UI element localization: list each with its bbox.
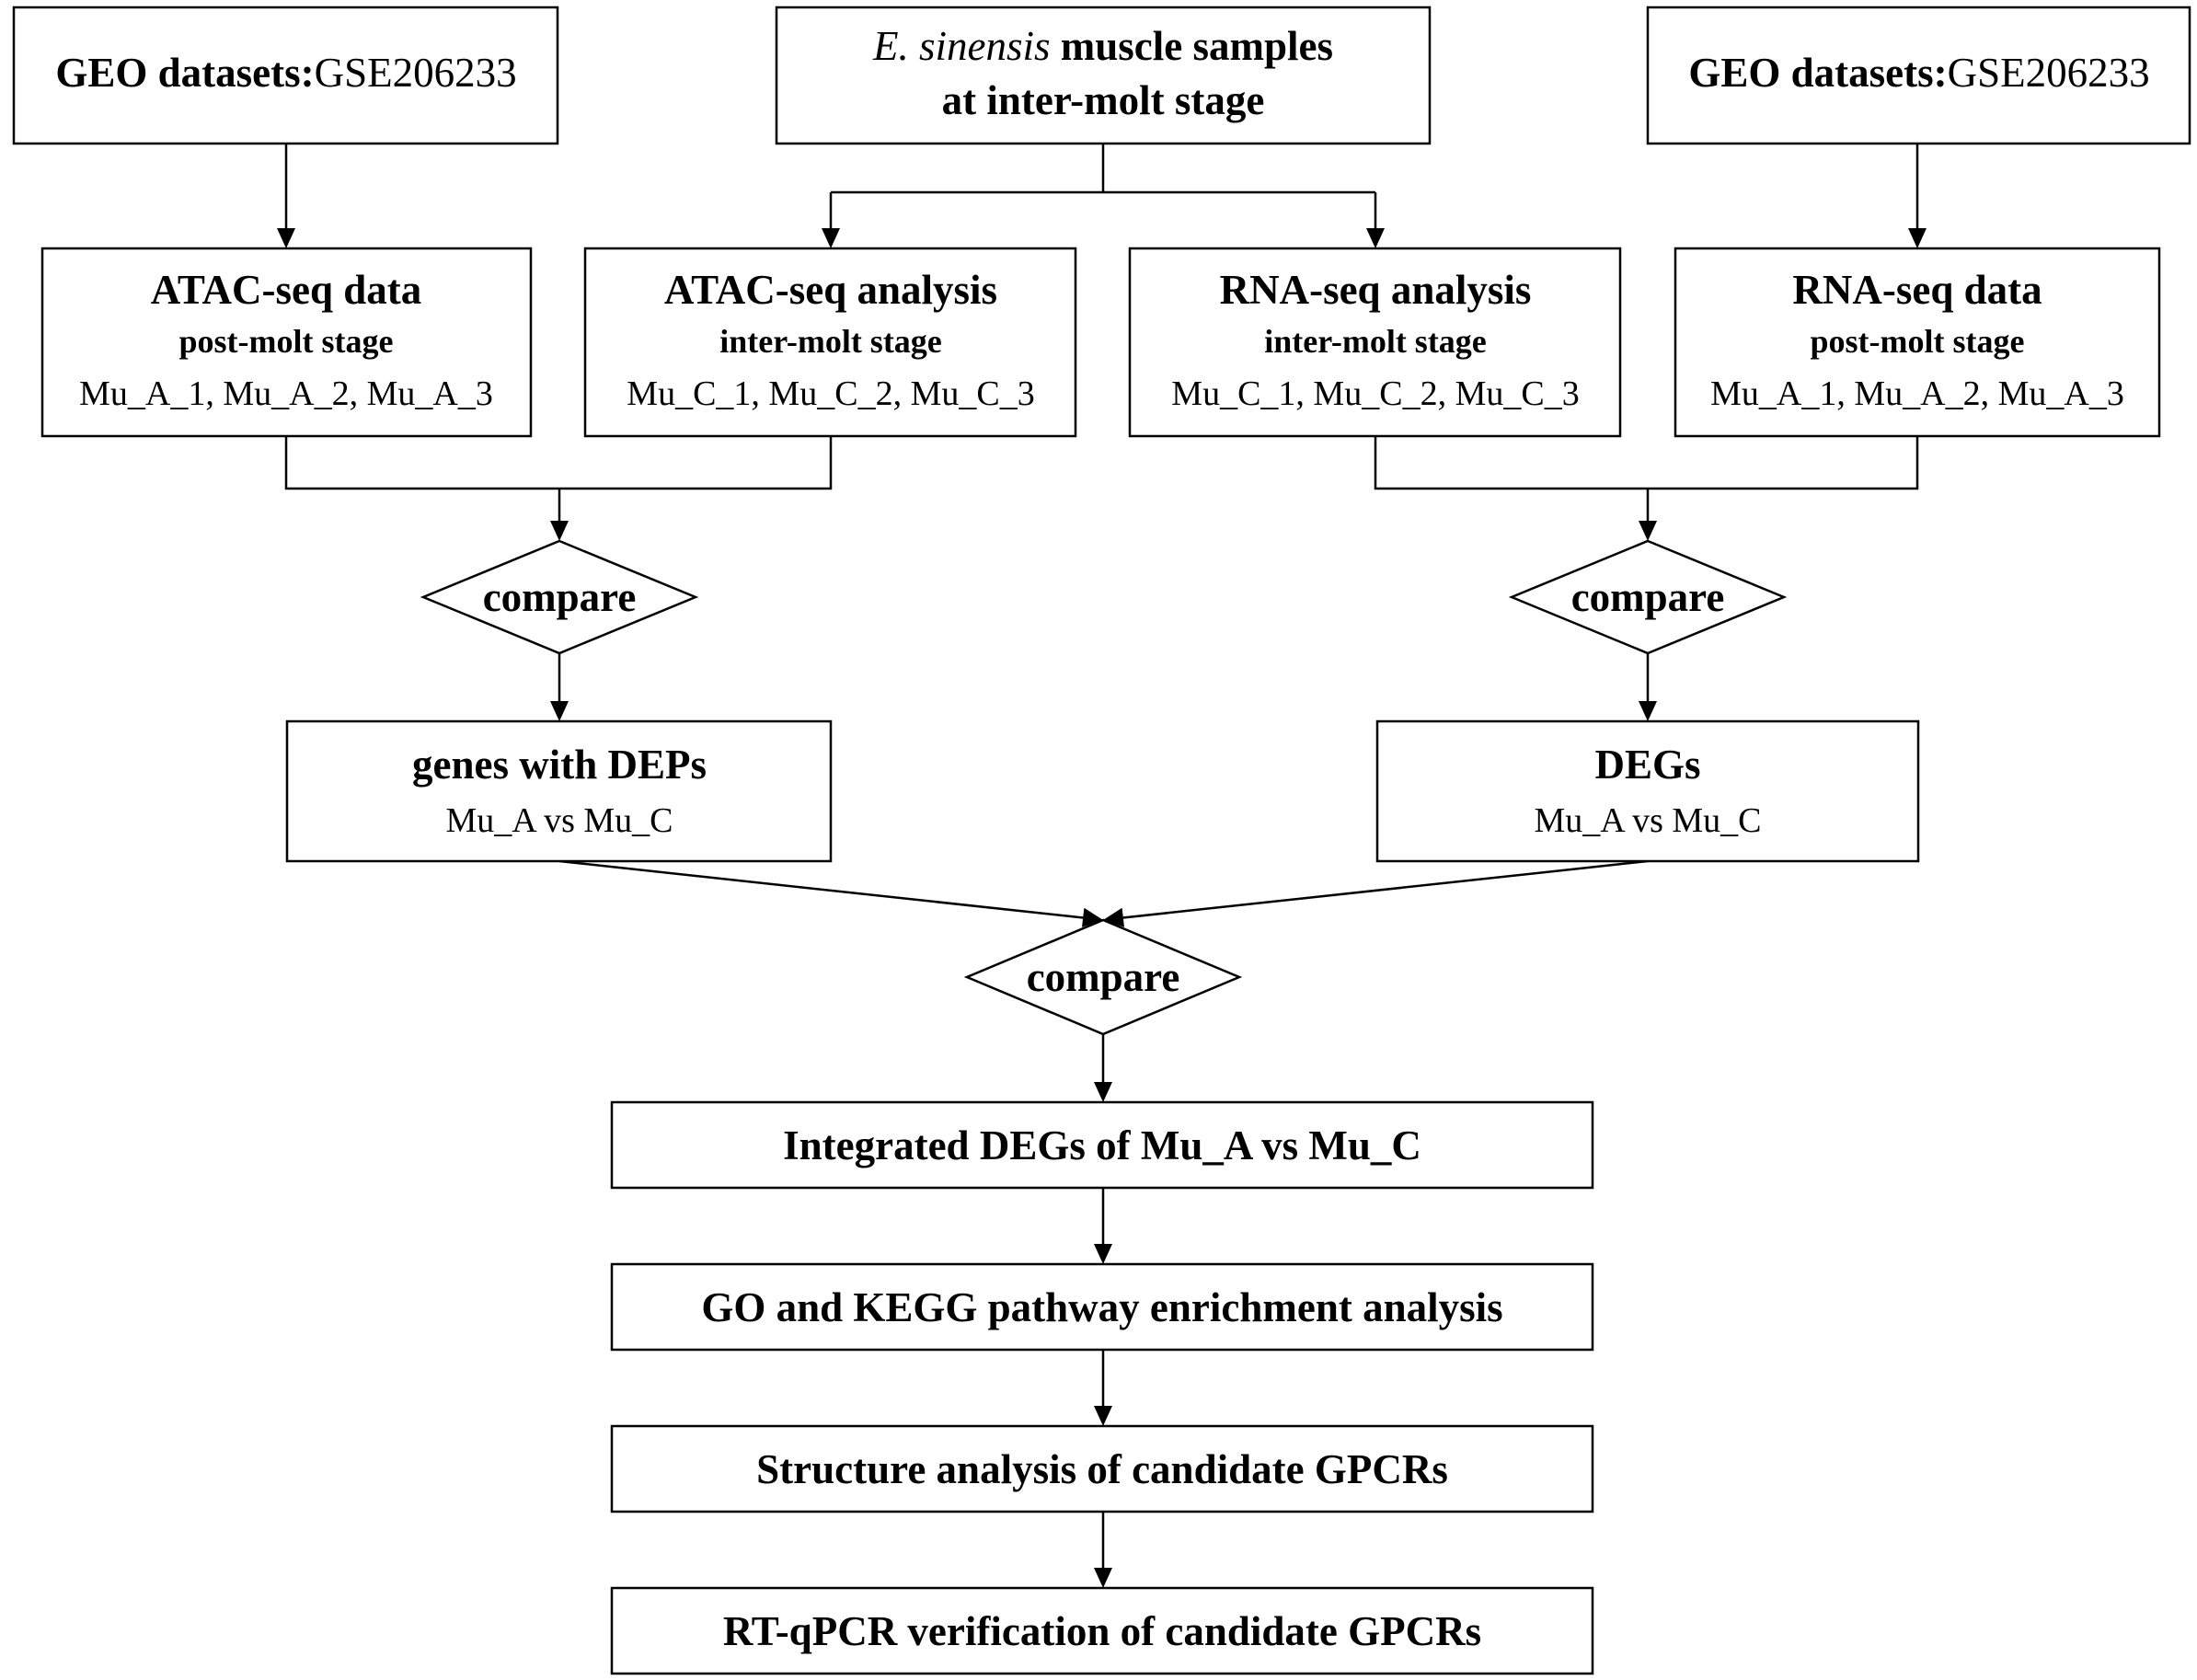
atac-analysis-title: ATAC-seq analysis: [664, 267, 997, 313]
integrated-degs-box: Integrated DEGs of Mu_A vs Mu_C: [610, 1100, 1594, 1190]
arrowhead: [550, 521, 569, 541]
geo-left-label: GEO datasets:GSE206233: [55, 50, 516, 96]
source-samples-box: E. sinensis muscle samples at inter-molt…: [775, 6, 1432, 145]
arrowhead: [1639, 521, 1657, 541]
atac-data-stage: post-molt stage: [179, 323, 394, 360]
box-frame: [1674, 247, 2161, 438]
rna-analysis-samples: Mu_C_1, Mu_C_2, Mu_C_3: [1171, 374, 1579, 413]
arrowhead: [1082, 907, 1103, 927]
enrichment-label: GO and KEGG pathway enrichment analysis: [701, 1284, 1502, 1330]
compare-center-label: compare: [1027, 954, 1180, 1000]
geo-right-label: GEO datasets:GSE206233: [1688, 50, 2149, 96]
box-frame: [1646, 6, 2191, 145]
arrowhead: [550, 701, 569, 721]
rna-analysis-title: RNA-seq analysis: [1220, 267, 1532, 313]
rna-data-title: RNA-seq data: [1792, 267, 2042, 313]
genes-deps-title: genes with DEPs: [412, 742, 707, 788]
box-frame: [610, 1586, 1594, 1675]
diamond-frame: [420, 539, 699, 655]
rna-data-stage: post-molt stage: [1811, 323, 2025, 360]
geo-datasets-right-box: GEO datasets:GSE206233: [1646, 6, 2191, 145]
arrowhead: [1094, 1244, 1112, 1264]
diamond-frame: [963, 918, 1243, 1036]
connector-atac-merge: [284, 436, 833, 490]
genes-with-deps-box: genes with DEPs Mu_A vs Mu_C: [285, 719, 833, 863]
arrowhead: [1094, 1568, 1112, 1588]
degs-sub: Mu_A vs Mu_C: [1534, 801, 1761, 840]
genes-deps-sub: Mu_A vs Mu_C: [445, 801, 673, 840]
arrow-degs-to-compare-center: [1118, 859, 1649, 920]
atac-analysis-stage: inter-molt stage: [719, 323, 942, 360]
degs-title: DEGs: [1594, 742, 1700, 788]
rna-seq-analysis-box: RNA-seq analysis inter-molt stage Mu_C_1…: [1128, 247, 1622, 438]
box-frame: [610, 1262, 1594, 1352]
box-frame: [1128, 247, 1622, 438]
box-frame: [583, 247, 1077, 438]
source-line2: at inter-molt stage: [942, 77, 1265, 123]
atac-data-samples: Mu_A_1, Mu_A_2, Mu_A_3: [79, 374, 493, 413]
arrowhead: [1908, 228, 1927, 248]
rtqpcr-label: RT-qPCR verification of candidate GPCRs: [723, 1608, 1481, 1654]
atac-analysis-samples: Mu_C_1, Mu_C_2, Mu_C_3: [627, 374, 1034, 413]
compare-left-diamond: compare: [420, 539, 699, 655]
atac-data-title: ATAC-seq data: [151, 267, 422, 313]
integrated-label: Integrated DEGs of Mu_A vs Mu_C: [783, 1122, 1421, 1168]
connector-rna-merge: [1374, 436, 1919, 490]
box-frame: [285, 719, 833, 863]
box-frame: [1375, 719, 1920, 863]
diamond-frame: [1508, 539, 1788, 655]
box-frame: [610, 1100, 1594, 1190]
compare-left-label: compare: [483, 574, 637, 620]
arrowhead: [277, 228, 295, 248]
box-frame: [610, 1424, 1594, 1513]
rna-data-samples: Mu_A_1, Mu_A_2, Mu_A_3: [1710, 374, 2124, 413]
arrowhead: [1094, 1406, 1112, 1426]
box-frame: [40, 247, 533, 438]
structure-label: Structure analysis of candidate GPCRs: [756, 1446, 1448, 1492]
arrowhead: [822, 228, 840, 248]
box-frame: [775, 6, 1432, 145]
compare-right-label: compare: [1571, 574, 1725, 620]
arrowhead: [1094, 1082, 1112, 1102]
compare-right-diamond: compare: [1508, 539, 1788, 655]
atac-seq-data-box: ATAC-seq data post-molt stage Mu_A_1, Mu…: [40, 247, 533, 438]
rna-analysis-stage: inter-molt stage: [1264, 323, 1487, 360]
arrowhead: [1366, 228, 1385, 248]
rna-seq-data-box: RNA-seq data post-molt stage Mu_A_1, Mu_…: [1674, 247, 2161, 438]
arrowhead: [1103, 907, 1124, 927]
arrowhead: [1639, 701, 1657, 721]
connectors: [277, 144, 1927, 1588]
enrichment-analysis-box: GO and KEGG pathway enrichment analysis: [610, 1262, 1594, 1352]
box-frame: [12, 6, 559, 145]
arrow-genes-deps-to-compare-center: [558, 859, 1088, 920]
rtqpcr-verification-box: RT-qPCR verification of candidate GPCRs: [610, 1586, 1594, 1675]
structure-analysis-box: Structure analysis of candidate GPCRs: [610, 1424, 1594, 1513]
source-line1: E. sinensis muscle samples: [872, 23, 1333, 69]
atac-seq-analysis-box: ATAC-seq analysis inter-molt stage Mu_C_…: [583, 247, 1077, 438]
degs-box: DEGs Mu_A vs Mu_C: [1375, 719, 1920, 863]
geo-datasets-left-box: GEO datasets:GSE206233: [12, 6, 559, 145]
compare-center-diamond: compare: [963, 918, 1243, 1036]
